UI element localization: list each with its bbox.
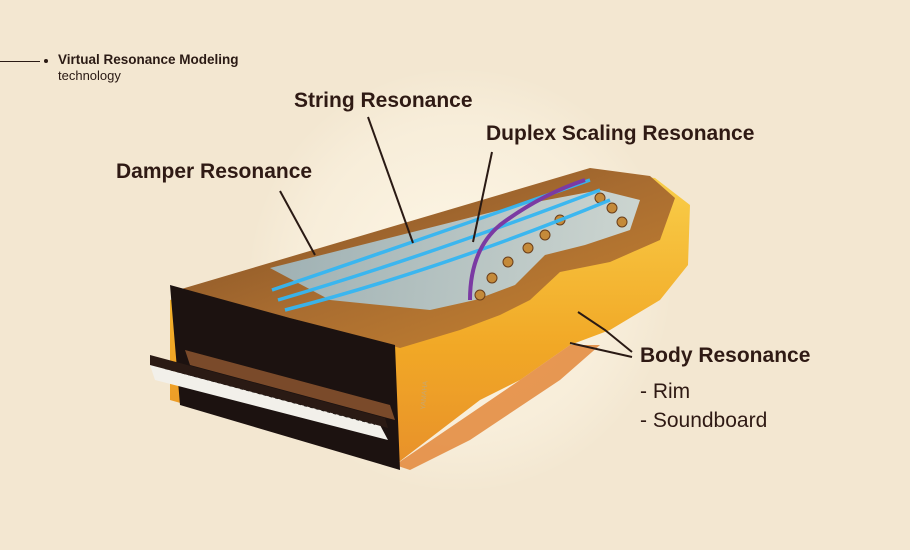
brand-bullet — [44, 59, 48, 63]
body-item-rim: - Rim — [640, 380, 691, 403]
body-resonance-label: Body Resonance — [640, 344, 811, 367]
soundboard — [270, 190, 640, 310]
string-resonance-label: String Resonance — [294, 89, 473, 112]
brand-subtitle: technology — [58, 68, 121, 83]
keyboard-cheek — [150, 355, 388, 428]
leader-lines — [279, 116, 633, 358]
piano-brand-mark: YAMAHA — [420, 380, 430, 410]
damper-resonance-label: Damper Resonance — [116, 160, 313, 183]
duplex-scaling-resonance-label: Duplex Scaling Resonance — [486, 122, 755, 145]
duplex-highlight — [468, 178, 586, 301]
piano-rim-shadow — [395, 345, 600, 470]
body-item-soundboard: - Soundboard — [640, 409, 768, 432]
keyboard — [150, 365, 388, 440]
brand-rule — [0, 61, 40, 62]
action-mechanism — [185, 350, 395, 420]
brand-title: Virtual Resonance Modeling — [58, 52, 239, 67]
